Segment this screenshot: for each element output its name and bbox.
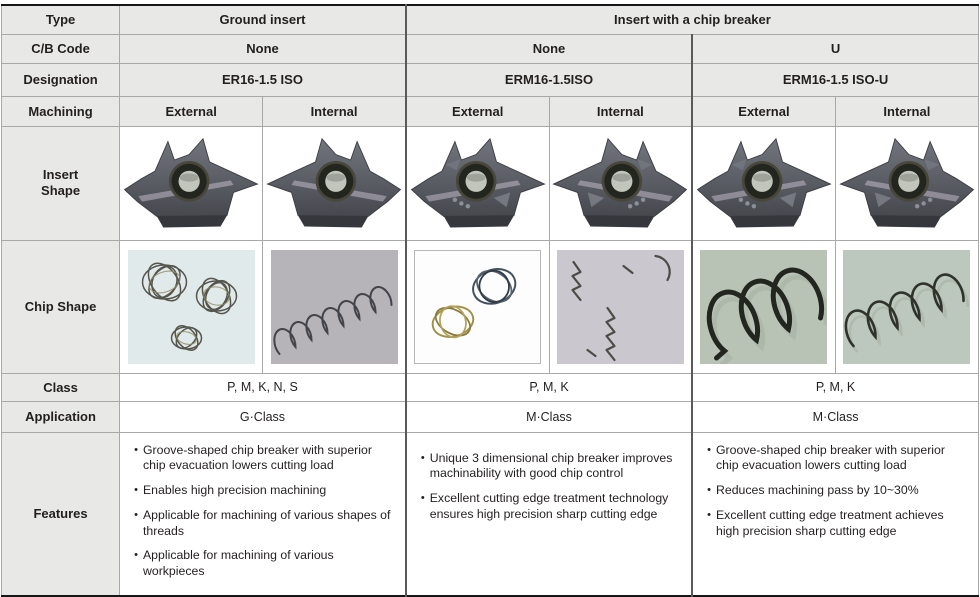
features-col1: • Groove-shaped chip breaker with superi… <box>119 431 407 597</box>
machining-col1-external: External <box>119 95 264 127</box>
chip-photo-col3-internal <box>834 239 980 374</box>
bullet-icon: • <box>134 443 138 456</box>
row-label-application: Application <box>0 400 121 433</box>
application-col3: M·Class <box>691 400 980 433</box>
row-label-designation: Designation <box>0 62 121 97</box>
feature-text: Groove-shaped chip breaker with superior… <box>715 442 945 473</box>
insert-photo-icon <box>264 137 404 233</box>
long-helical-chip-photo <box>270 249 398 364</box>
large-helical-chip-photo <box>700 249 828 364</box>
row-chip-shape: Chip Shape <box>0 239 980 374</box>
feature-item: • Applicable for machining of various wo… <box>134 548 393 579</box>
row-insert-shape: Insert Shape <box>0 125 980 241</box>
class-col3: P, M, K <box>691 372 980 402</box>
feature-item: • Unique 3 dimensional chip breaker impr… <box>421 451 679 482</box>
feature-item: • Enables high precision machining <box>134 483 393 499</box>
catalog-table-page: Type Ground insert Insert with a chip br… <box>0 4 980 597</box>
insert-photo-icon <box>408 137 548 233</box>
row-label-machining: Machining <box>0 95 121 127</box>
features-col1-list: • Groove-shaped chip breaker with superi… <box>134 443 393 580</box>
row-class: Class P, M, K, N, S P, M, K P, M, K <box>0 372 980 402</box>
feature-item: • Groove-shaped chip breaker with superi… <box>707 443 966 474</box>
bullet-icon: • <box>420 451 425 464</box>
row-features: Features • Groove-shaped chip breaker wi… <box>0 431 980 597</box>
chip-photo-col1-external <box>119 239 264 374</box>
cb-code-col1: None <box>119 33 407 64</box>
machining-col2-external: External <box>404 95 550 127</box>
type-chip-breaker: Insert with a chip breaker <box>404 4 979 35</box>
class-col2: P, M, K <box>404 372 693 402</box>
machining-col3-external: External <box>691 95 836 127</box>
feature-text: Unique 3 dimensional chip breaker improv… <box>429 450 673 481</box>
chip-photo-col3-external <box>691 239 836 374</box>
insert-photo-col2-internal <box>548 125 693 241</box>
machining-col2-internal: Internal <box>548 95 693 127</box>
row-cb-code: C/B Code None None U <box>0 33 980 64</box>
cb-code-col3: U <box>691 33 980 64</box>
insert-photo-col1-internal <box>262 125 407 241</box>
feature-text: Groove-shaped chip breaker with superior… <box>142 442 372 473</box>
machining-col1-internal: Internal <box>262 95 407 127</box>
bullet-icon: • <box>707 483 711 496</box>
row-label-cb-code: C/B Code <box>0 33 121 64</box>
insert-photo-col3-external <box>691 125 836 241</box>
row-application: Application G·Class M·Class M·Class <box>0 400 980 433</box>
feature-text: Applicable for machining of various shap… <box>142 507 391 538</box>
row-label-class: Class <box>0 372 121 402</box>
row-label-features: Features <box>0 431 121 597</box>
insert-photo-icon <box>837 137 977 233</box>
small-helical-chip-photo <box>843 249 971 364</box>
chip-photo-col1-internal <box>262 239 407 374</box>
class-col1: P, M, K, N, S <box>119 372 407 402</box>
feature-text: Excellent cutting edge treatment achieve… <box>715 507 944 538</box>
type-ground-insert: Ground insert <box>119 4 407 35</box>
loose-coiled-chips-photo <box>414 249 542 364</box>
feature-text: Reduces machining pass by 10~30% <box>715 482 919 497</box>
insert-photo-icon <box>121 137 261 233</box>
insert-photo-col3-internal <box>834 125 980 241</box>
features-col2: • Unique 3 dimensional chip breaker impr… <box>404 431 693 597</box>
designation-col2: ERM16-1.5ISO <box>404 62 693 97</box>
feature-item: • Applicable for machining of various sh… <box>134 508 393 539</box>
feature-item: • Groove-shaped chip breaker with superi… <box>134 443 393 474</box>
feature-item: • Excellent cutting edge treatment techn… <box>421 491 679 522</box>
row-type: Type Ground insert Insert with a chip br… <box>0 4 979 35</box>
insert-photo-col2-external <box>404 125 550 241</box>
row-label-insert-shape: Insert Shape <box>0 125 121 241</box>
insert-photo-icon <box>550 137 690 233</box>
row-label-chip-shape: Chip Shape <box>0 239 121 374</box>
features-col2-list: • Unique 3 dimensional chip breaker impr… <box>421 451 679 523</box>
bullet-icon: • <box>420 491 425 504</box>
insert-photo-col1-external <box>119 125 264 241</box>
bullet-icon: • <box>134 483 138 496</box>
insert-photo-icon <box>694 137 834 233</box>
feature-text: Enables high precision machining <box>142 482 327 497</box>
feature-text: Excellent cutting edge treatment technol… <box>429 490 669 521</box>
bullet-icon: • <box>134 508 138 521</box>
bullet-icon: • <box>134 549 138 562</box>
insert-comparison-table: Type Ground insert Insert with a chip br… <box>0 4 980 597</box>
designation-col1: ER16-1.5 ISO <box>119 62 407 97</box>
features-col3-list: • Groove-shaped chip breaker with superi… <box>707 443 966 540</box>
feature-text: Applicable for machining of various work… <box>142 548 334 579</box>
application-col2: M·Class <box>404 400 693 433</box>
feature-item: • Reduces machining pass by 10~30% <box>707 483 966 499</box>
application-col1: G·Class <box>119 400 407 433</box>
machining-col3-internal: Internal <box>834 95 980 127</box>
row-designation: Designation ER16-1.5 ISO ERM16-1.5ISO ER… <box>0 62 980 97</box>
designation-col3: ERM16-1.5 ISO-U <box>691 62 980 97</box>
row-label-type: Type <box>0 4 121 35</box>
chip-photo-col2-external <box>404 239 550 374</box>
feature-item: • Excellent cutting edge treatment achie… <box>707 508 966 539</box>
cb-code-col2: None <box>404 33 693 64</box>
bullet-icon: • <box>707 508 711 521</box>
features-col3: • Groove-shaped chip breaker with superi… <box>691 431 980 597</box>
bullet-icon: • <box>707 443 711 456</box>
broken-zigzag-chips-photo <box>556 249 684 364</box>
insert-shape-label-text: Insert Shape <box>41 166 81 198</box>
chip-photo-col2-internal <box>548 239 693 374</box>
row-machining: Machining External Internal External Int… <box>0 95 980 127</box>
tangled-chip-balls-photo <box>127 249 255 364</box>
